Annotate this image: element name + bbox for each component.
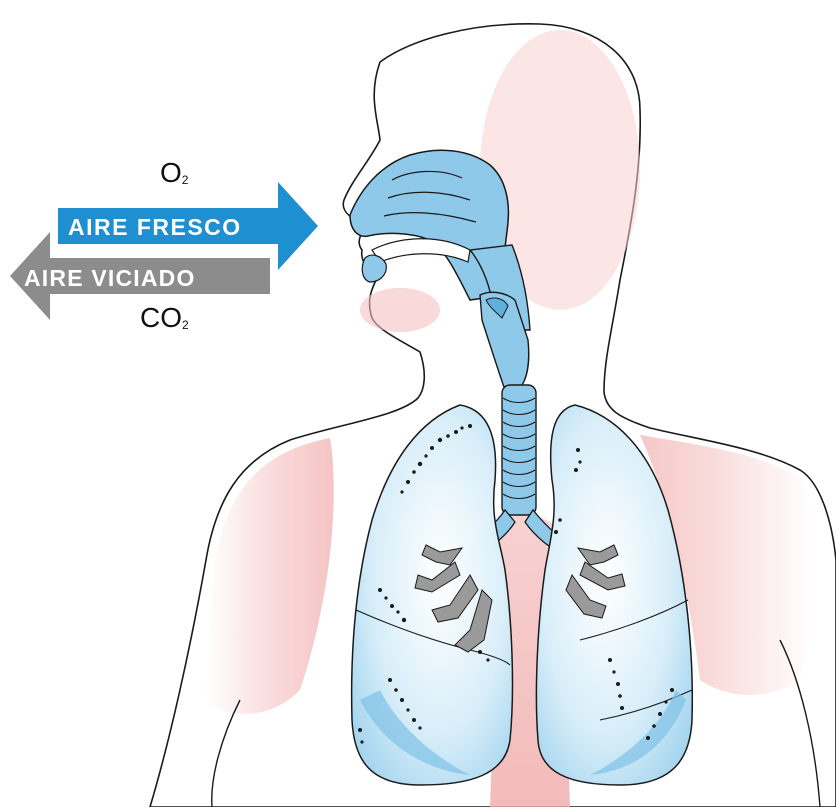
chin-tint <box>360 288 440 332</box>
o2-subscript: 2 <box>182 173 189 187</box>
stale-air-label: AIRE VICIADO <box>24 265 196 291</box>
co2-label: CO2 <box>140 302 189 334</box>
fresh-air-label: AIRE FRESCO <box>68 214 242 240</box>
fresh-air-arrow: AIRE FRESCO <box>58 182 318 270</box>
o2-base: O <box>160 157 182 188</box>
o2-label: O2 <box>160 157 188 189</box>
co2-subscript: 2 <box>182 318 189 332</box>
co2-base: CO <box>140 302 182 333</box>
